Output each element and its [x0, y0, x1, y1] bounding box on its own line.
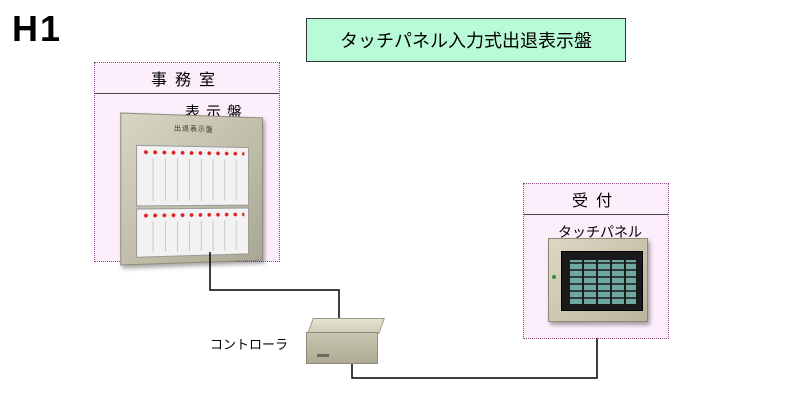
- reception-zone-label: 受付: [571, 191, 620, 210]
- wire-controller-to-touch-panel: [351, 338, 598, 379]
- controller-label: コントローラ: [210, 338, 289, 353]
- touch-panel-label: タッチパネル: [558, 225, 642, 241]
- reception-zone-header: 受付: [524, 184, 668, 215]
- page-id: H1: [12, 8, 63, 49]
- controller-tag: [317, 354, 329, 357]
- screen-grid: [570, 260, 636, 304]
- office-zone-header: 事務室: [95, 63, 279, 94]
- touch-panel-image: [548, 238, 648, 322]
- power-led-icon: [552, 275, 556, 279]
- controller-front: [306, 332, 378, 364]
- diagram-title-text: タッチパネル入力式出退表示盤: [340, 31, 592, 52]
- wire-board-to-controller: [209, 252, 340, 322]
- office-zone-label: 事務室: [150, 70, 223, 89]
- controller-image: [306, 318, 385, 364]
- diagram-title: タッチパネル入力式出退表示盤: [306, 18, 626, 62]
- touch-screen: [561, 251, 643, 311]
